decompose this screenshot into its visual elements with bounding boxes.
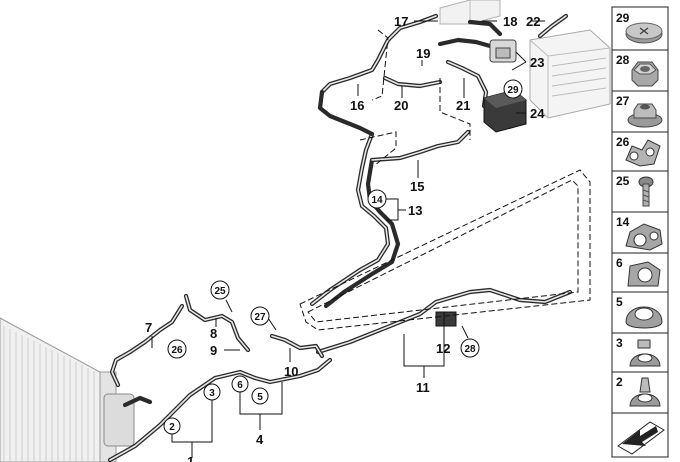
callout-circle-2 <box>163 417 181 435</box>
hex-nut-icon <box>631 61 659 87</box>
callout-13: 13 <box>408 203 422 218</box>
double-clip-icon <box>625 139 661 167</box>
callout-circle-27 <box>250 306 270 326</box>
callout-2: 2 <box>169 422 175 433</box>
callout-circle-29 <box>503 79 523 99</box>
callout-16: 16 <box>350 98 364 113</box>
flat-nut-icon <box>625 22 663 44</box>
grommet-icon <box>629 339 661 367</box>
callout-circle-26 <box>167 339 187 359</box>
pipe-clamp-icon <box>625 223 663 251</box>
control-unit-drawing <box>483 89 527 133</box>
callout-15: 15 <box>410 179 424 194</box>
callout-11: 11 <box>416 380 430 395</box>
callout-5: 5 <box>257 392 263 403</box>
pipe-clip-icon <box>627 261 661 287</box>
panel-label-29: 29 <box>616 11 630 25</box>
parts-panel: 29 28 27 26 25 14 6 5 3 2 <box>611 6 669 458</box>
callout-circle-3 <box>203 383 221 401</box>
coolant-pipes <box>107 13 573 462</box>
callout-23: 23 <box>530 55 544 70</box>
panel-label-5: 5 <box>616 295 623 309</box>
expansion-tank-drawing <box>439 0 501 25</box>
callout-29: 29 <box>507 85 519 96</box>
callout-27: 27 <box>254 312 266 323</box>
push-clip-icon <box>629 377 661 407</box>
callout-7: 7 <box>145 320 152 335</box>
callout-1: 1 <box>187 454 194 462</box>
flange-nut-icon <box>627 103 663 128</box>
arrow-plate-icon <box>617 421 665 455</box>
callout-24: 24 <box>530 106 545 121</box>
panel-label-3: 3 <box>616 336 623 350</box>
callout-17: 17 <box>394 14 408 29</box>
callout-circle-5 <box>251 387 269 405</box>
callout-18: 18 <box>503 14 517 29</box>
callout-21: 21 <box>456 98 470 113</box>
callout-10: 10 <box>284 364 298 379</box>
callout-26: 26 <box>171 345 183 356</box>
callout-4: 4 <box>256 432 264 447</box>
callout-circle-14 <box>367 189 387 209</box>
callout-6: 6 <box>237 380 243 391</box>
panel-label-14: 14 <box>616 215 630 229</box>
radiator-drawing <box>0 317 135 462</box>
callout-19: 19 <box>416 46 430 61</box>
panel-label-2: 2 <box>616 375 623 389</box>
screw-icon <box>638 176 654 207</box>
callout-9: 9 <box>210 343 217 358</box>
panel-label-6: 6 <box>616 256 623 270</box>
connector-drawing <box>435 311 457 327</box>
panel-label-25: 25 <box>616 174 630 188</box>
callout-8: 8 <box>210 326 217 341</box>
callout-labels: 1 2 3 4 5 6 7 8 9 10 11 12 13 14 15 16 1… <box>145 14 545 462</box>
callout-circle-6 <box>231 375 249 393</box>
callout-20: 20 <box>394 98 408 113</box>
callout-circle-25 <box>210 280 230 300</box>
callout-circle-28 <box>460 338 480 358</box>
callout-3: 3 <box>209 388 215 399</box>
callout-25: 25 <box>214 286 226 297</box>
assembly-outline <box>299 29 591 331</box>
callout-28: 28 <box>464 344 476 355</box>
battery-module-drawing <box>529 29 611 119</box>
callout-14: 14 <box>371 195 383 206</box>
round-clip-icon <box>625 306 663 329</box>
callout-22: 22 <box>526 14 540 29</box>
panel-label-26: 26 <box>616 135 630 149</box>
panel-label-28: 28 <box>616 53 630 67</box>
callout-12: 12 <box>436 341 450 356</box>
valve-assembly-drawing <box>489 39 517 63</box>
panel-label-27: 27 <box>616 94 630 108</box>
